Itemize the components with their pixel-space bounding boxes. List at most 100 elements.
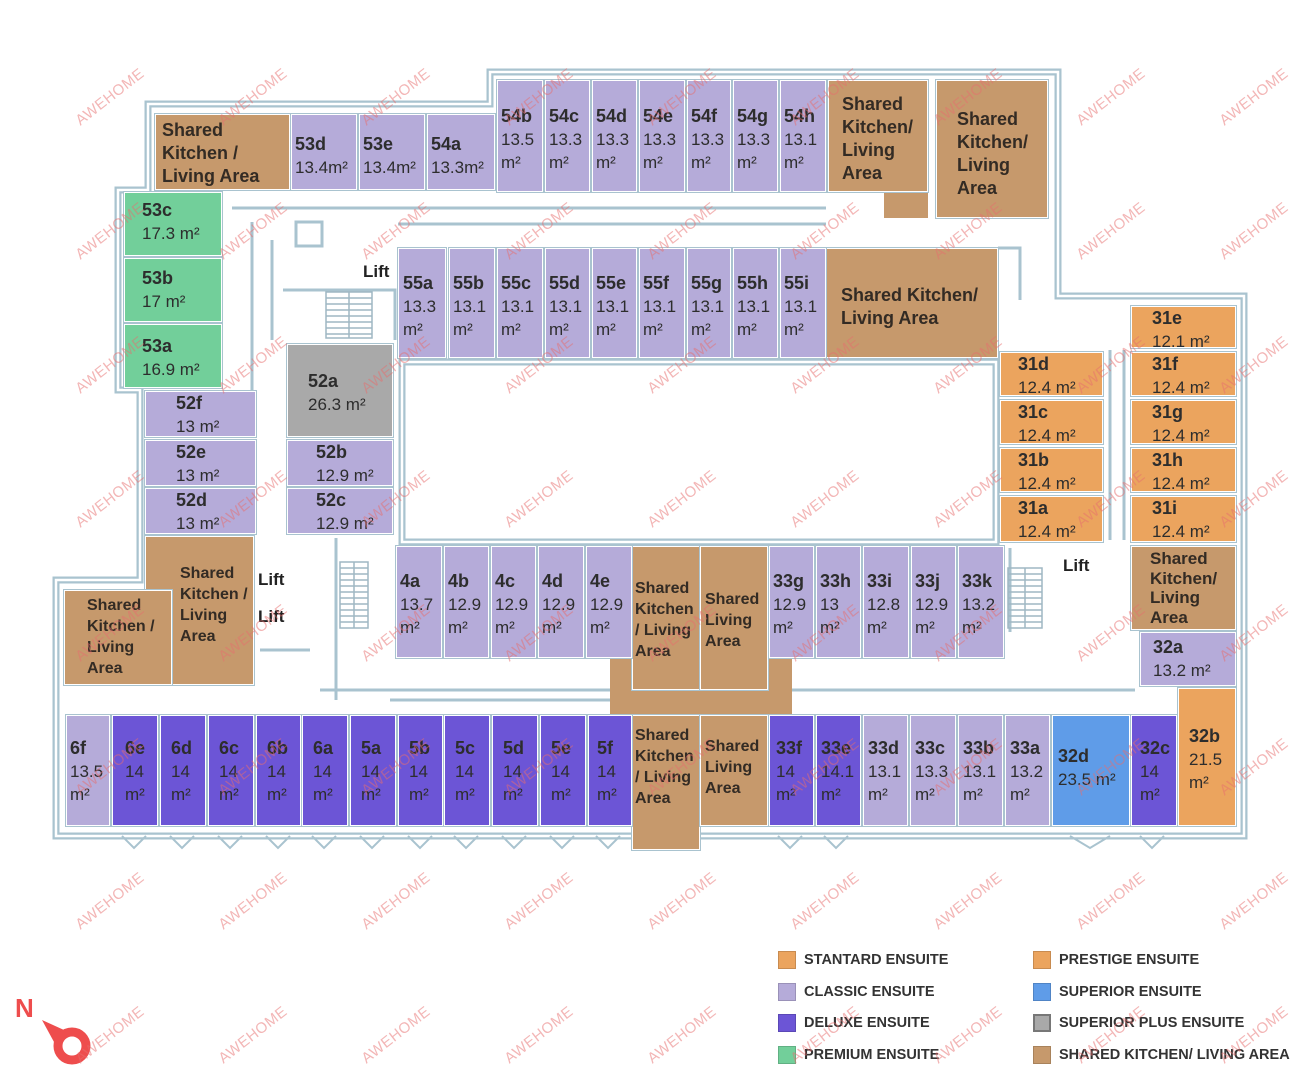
room-54h: 54h 13.1 m² bbox=[780, 80, 826, 192]
room-number: 31g bbox=[1152, 402, 1184, 422]
room-area: 13.1 m² bbox=[784, 130, 818, 172]
room-area: 13.1 m² bbox=[549, 297, 583, 339]
room-area: 13.3 m² bbox=[691, 130, 725, 172]
room-area: 13.1 m² bbox=[643, 297, 677, 339]
room-number: 53d bbox=[295, 134, 327, 154]
legend-swatch bbox=[1033, 1046, 1051, 1065]
room-area: 13.1 m² bbox=[963, 762, 997, 804]
room-area: 17 m² bbox=[142, 292, 186, 311]
room-area: 14 m² bbox=[171, 762, 191, 804]
room-area: 12.4 m² bbox=[1018, 378, 1076, 396]
room-number: 33d bbox=[868, 738, 900, 758]
legend-swatch bbox=[1033, 951, 1051, 969]
room-area: 13.1 m² bbox=[501, 297, 535, 339]
room-number: 5c bbox=[455, 738, 476, 758]
room-area: 14 m² bbox=[597, 762, 617, 804]
room-area: 12.9 m² bbox=[915, 595, 949, 637]
room-number: 55b bbox=[453, 273, 485, 293]
room-number: 31c bbox=[1018, 402, 1049, 422]
legend-item-premium: PREMIUM ENSUITE bbox=[778, 1044, 939, 1066]
room-54e: 54e 13.3 m² bbox=[639, 80, 685, 192]
room-area: 12.9 m² bbox=[773, 595, 807, 637]
shared-kitchen-area-7: Shared Kitchen / Living Area bbox=[64, 590, 172, 685]
room-number: 4c bbox=[495, 571, 516, 591]
room-area: 14 m² bbox=[313, 762, 333, 804]
room-number: 31e bbox=[1152, 308, 1183, 328]
north-label: N bbox=[15, 993, 34, 1023]
room-area: 17.3 m² bbox=[142, 224, 200, 243]
lift-label: Lift bbox=[256, 570, 287, 590]
lift-label: Lift bbox=[256, 607, 287, 627]
legend-swatch bbox=[1033, 982, 1051, 1001]
room-number: 6f bbox=[70, 738, 87, 758]
room-number: 32d bbox=[1058, 746, 1090, 766]
room-54b: 54b 13.5 m² bbox=[497, 80, 543, 192]
room-number: 54h bbox=[784, 106, 816, 126]
room-number: 54e bbox=[643, 106, 674, 126]
room-area: 13.5 m² bbox=[501, 130, 535, 172]
room-number: 6b bbox=[267, 738, 289, 758]
room-number: 54d bbox=[596, 106, 628, 126]
shared-kitchen-area-11: Shared Living Area bbox=[700, 715, 768, 826]
room-area: 13.1 m² bbox=[596, 297, 630, 339]
shared-kitchen-area-4: Shared Kitchen/ Living Area bbox=[826, 248, 998, 358]
room-number: 6a bbox=[313, 738, 334, 758]
room-number: 54b bbox=[501, 106, 533, 126]
room-area: 13.3 m² bbox=[643, 130, 677, 172]
room-number: 33b bbox=[963, 738, 995, 758]
room-number: 54g bbox=[737, 106, 769, 126]
room-area: 13.3 m² bbox=[403, 297, 437, 339]
legend-item-deluxe: DELUXE ENSUITE bbox=[778, 1012, 930, 1034]
room-area: 12.4 m² bbox=[1152, 474, 1210, 492]
legend-item-classic: CLASSIC ENSUITE bbox=[778, 981, 935, 1003]
shared-kitchen-area-2: Shared Kitchen/ Living Area bbox=[828, 80, 928, 192]
room-area: 16.9 m² bbox=[142, 360, 200, 379]
room-area: 23.5 m² bbox=[1058, 770, 1116, 789]
stairs-icon bbox=[339, 561, 369, 629]
room-area: 21.5 m² bbox=[1189, 750, 1223, 792]
room-area: 13.2 m² bbox=[1153, 661, 1211, 680]
room-number: 55g bbox=[691, 273, 723, 293]
room-number: 55h bbox=[737, 273, 769, 293]
room-number: 52f bbox=[176, 393, 203, 413]
shared-kitchen-area-5: Shared Kitchen/ Living Area bbox=[1131, 546, 1236, 630]
room-32d: 32d 23.5 m² bbox=[1052, 715, 1130, 826]
legend-label: SUPERIOR PLUS ENSUITE bbox=[1059, 1015, 1245, 1032]
room-number: 55i bbox=[784, 273, 810, 293]
room-number: 55e bbox=[596, 273, 627, 293]
room-area: 13.1 m² bbox=[691, 297, 725, 339]
room-area: 14 m² bbox=[219, 762, 239, 804]
room-number: 33a bbox=[1010, 738, 1041, 758]
